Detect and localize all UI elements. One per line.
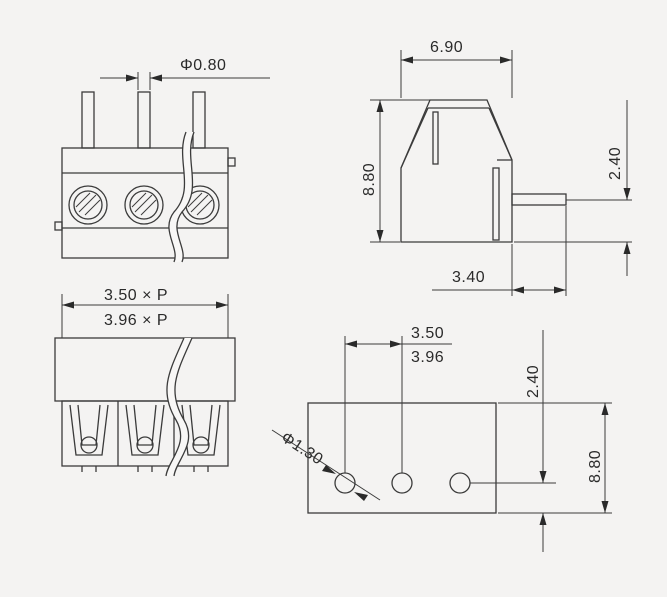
pcb-pitch-350-label: 3.50 xyxy=(411,325,444,342)
pcb-pitch-396-label: 3.96 xyxy=(411,349,444,366)
pcb-height-label: 8.80 xyxy=(587,450,604,483)
pin-offset-label: 3.40 xyxy=(452,269,485,286)
pcb-layout-view: 3.50 3.96 Φ1.30 2.40 8.80 xyxy=(271,325,612,552)
pin-height-label: 2.40 xyxy=(607,147,624,180)
pcb-row-offset-label: 2.40 xyxy=(525,365,542,398)
front-view: Φ0.80 xyxy=(54,57,270,263)
pin-diameter-label: Φ0.80 xyxy=(180,57,226,74)
hole-diameter-label: Φ1.30 xyxy=(278,429,326,469)
pitch-350-label: 3.50 × P xyxy=(104,287,168,304)
top-view: 3.50 × P 3.96 × P xyxy=(54,287,236,477)
side-width-label: 6.90 xyxy=(430,39,463,56)
screw-2 xyxy=(124,185,164,225)
screw-1 xyxy=(68,185,108,225)
side-height-label: 8.80 xyxy=(361,163,378,196)
pitch-396-label: 3.96 × P xyxy=(104,312,168,329)
side-view: 6.90 8.80 2.40 3.40 xyxy=(361,39,632,296)
